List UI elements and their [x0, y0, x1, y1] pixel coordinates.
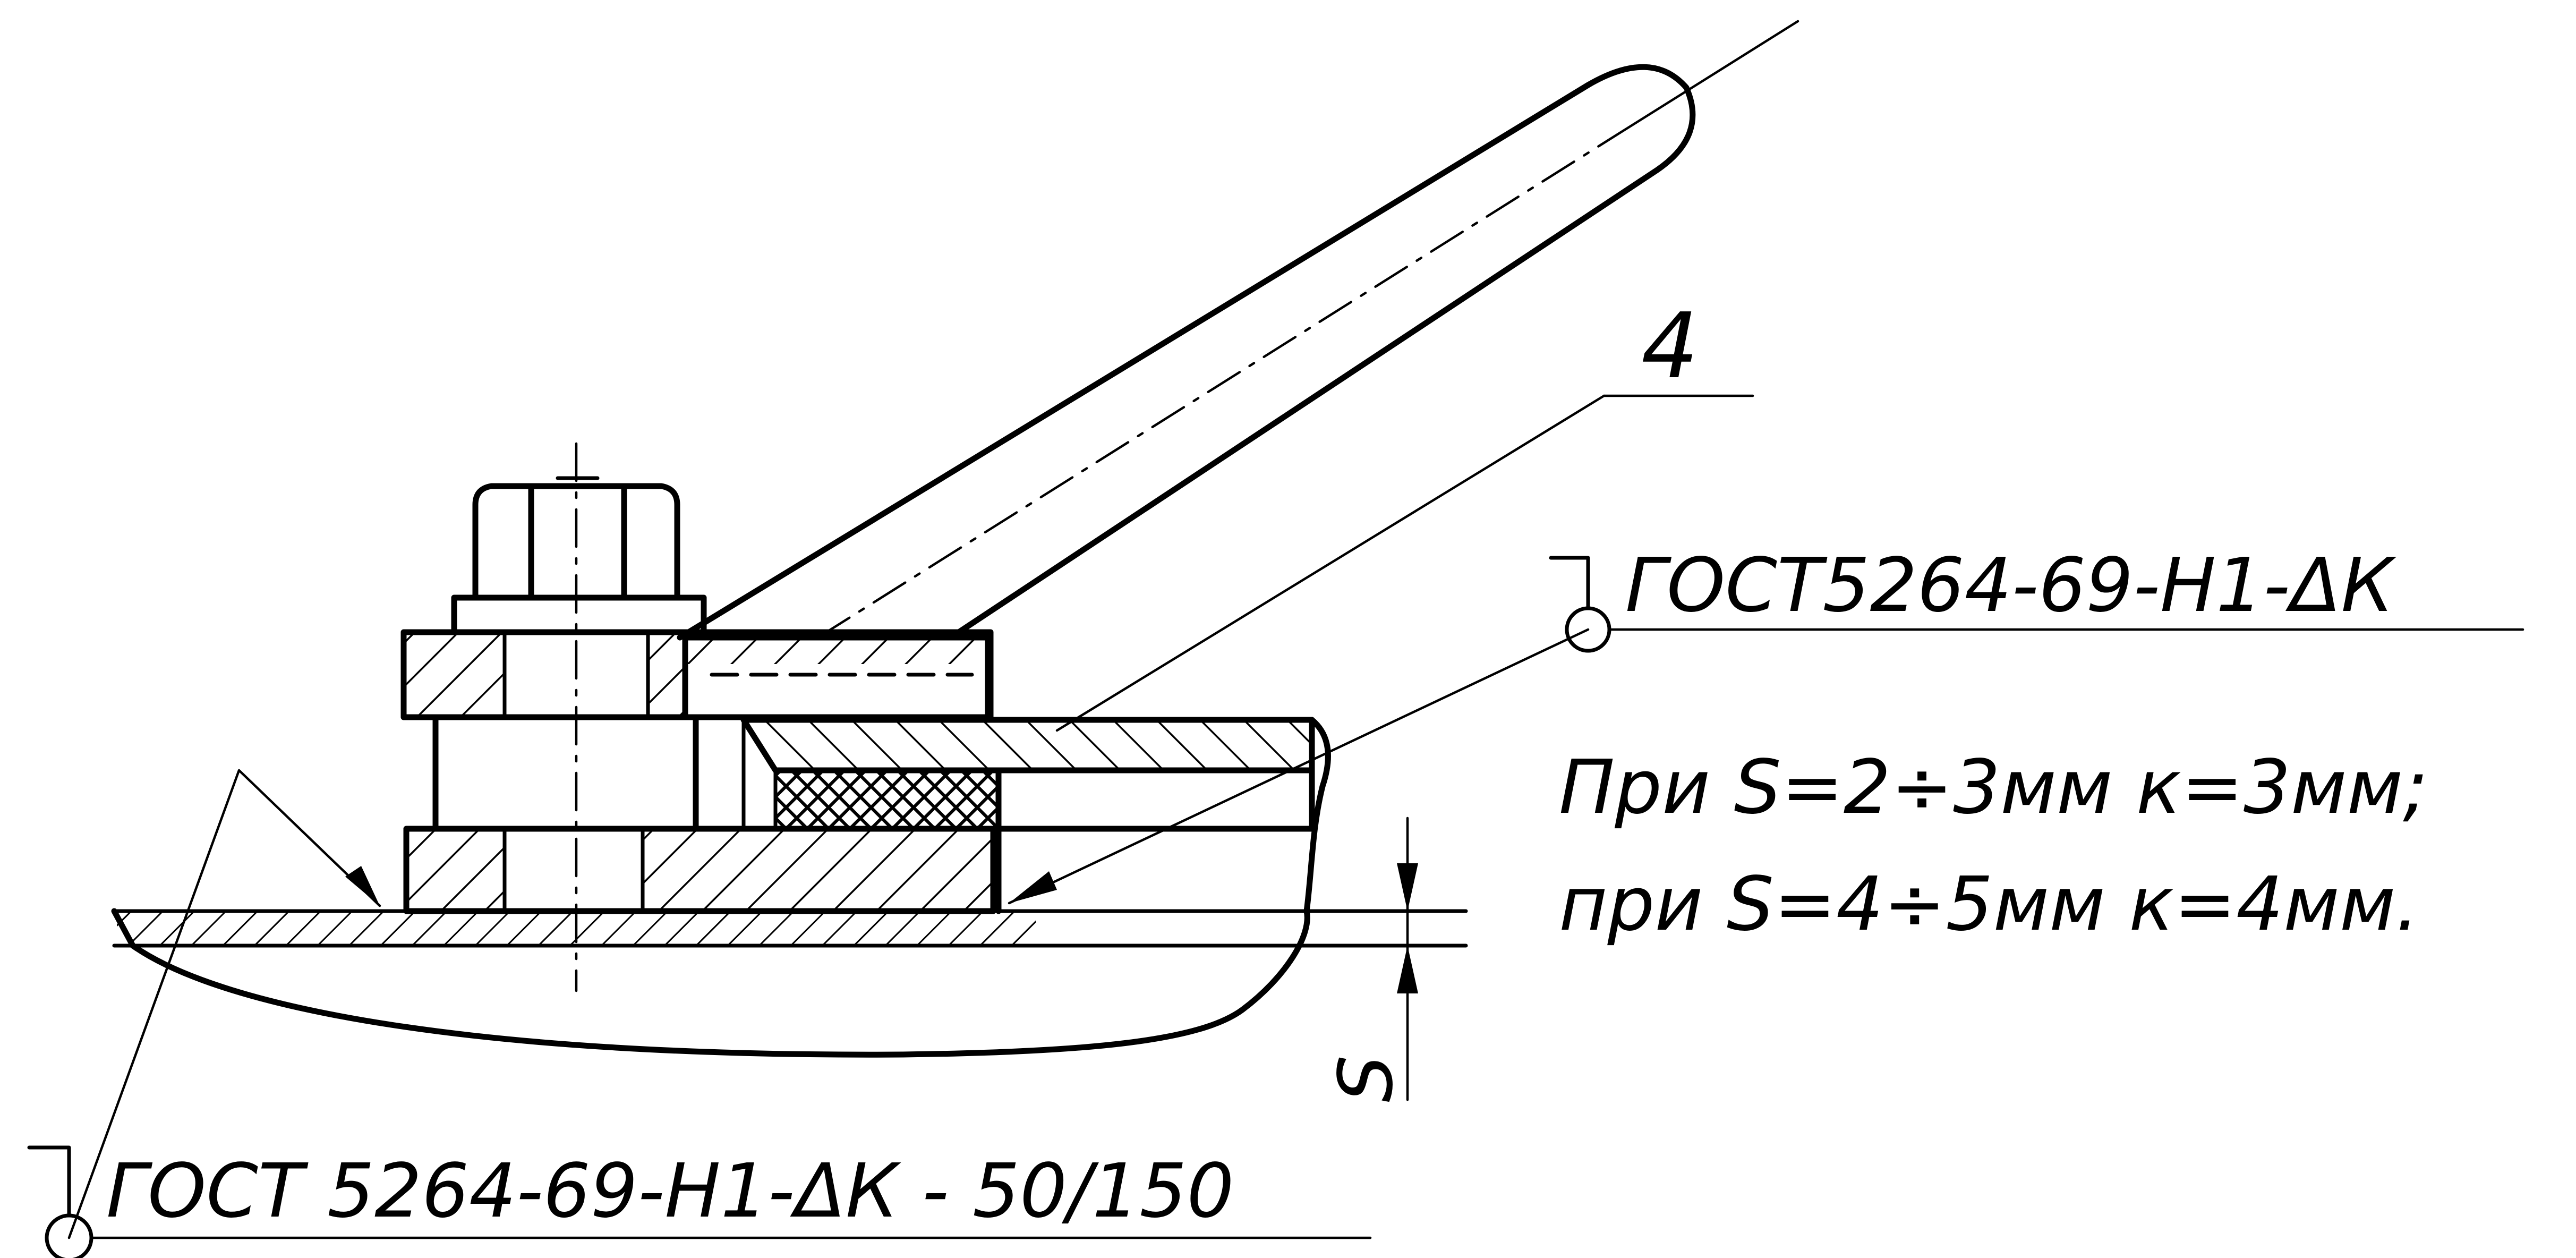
weld-bottom-text: ГОСТ 5264-69-Н1-ΔК - 50/150 — [106, 1148, 1234, 1235]
bottom-washer — [403, 826, 996, 914]
weld-top-text: ГОСТ5264-69-Н1-ΔК — [1625, 542, 2397, 629]
dimension-s-label: S — [1323, 1055, 1410, 1102]
dimension-s: S — [1323, 817, 1418, 1102]
callout-4: 4 — [1055, 294, 1754, 732]
note-line-2: при S=4÷5мм к=4мм. — [1559, 861, 2419, 948]
spacer — [432, 714, 746, 832]
clamp-bar — [740, 717, 1331, 914]
lever-handle — [677, 20, 1799, 641]
lower-body-outline — [130, 908, 1310, 1058]
base-plate — [111, 908, 1468, 949]
callout-number: 4 — [1641, 294, 1699, 399]
note-line-1: При S=2÷3мм к=3мм; — [1559, 744, 2428, 831]
weld-symbol-bottom: ГОСТ 5264-69-Н1-ΔК - 50/150 — [27, 769, 1372, 1258]
hex-nut — [451, 476, 707, 635]
weld-symbol-top: ГОСТ5264-69-Н1-ΔК — [1008, 542, 2524, 905]
top-washer — [400, 629, 994, 720]
